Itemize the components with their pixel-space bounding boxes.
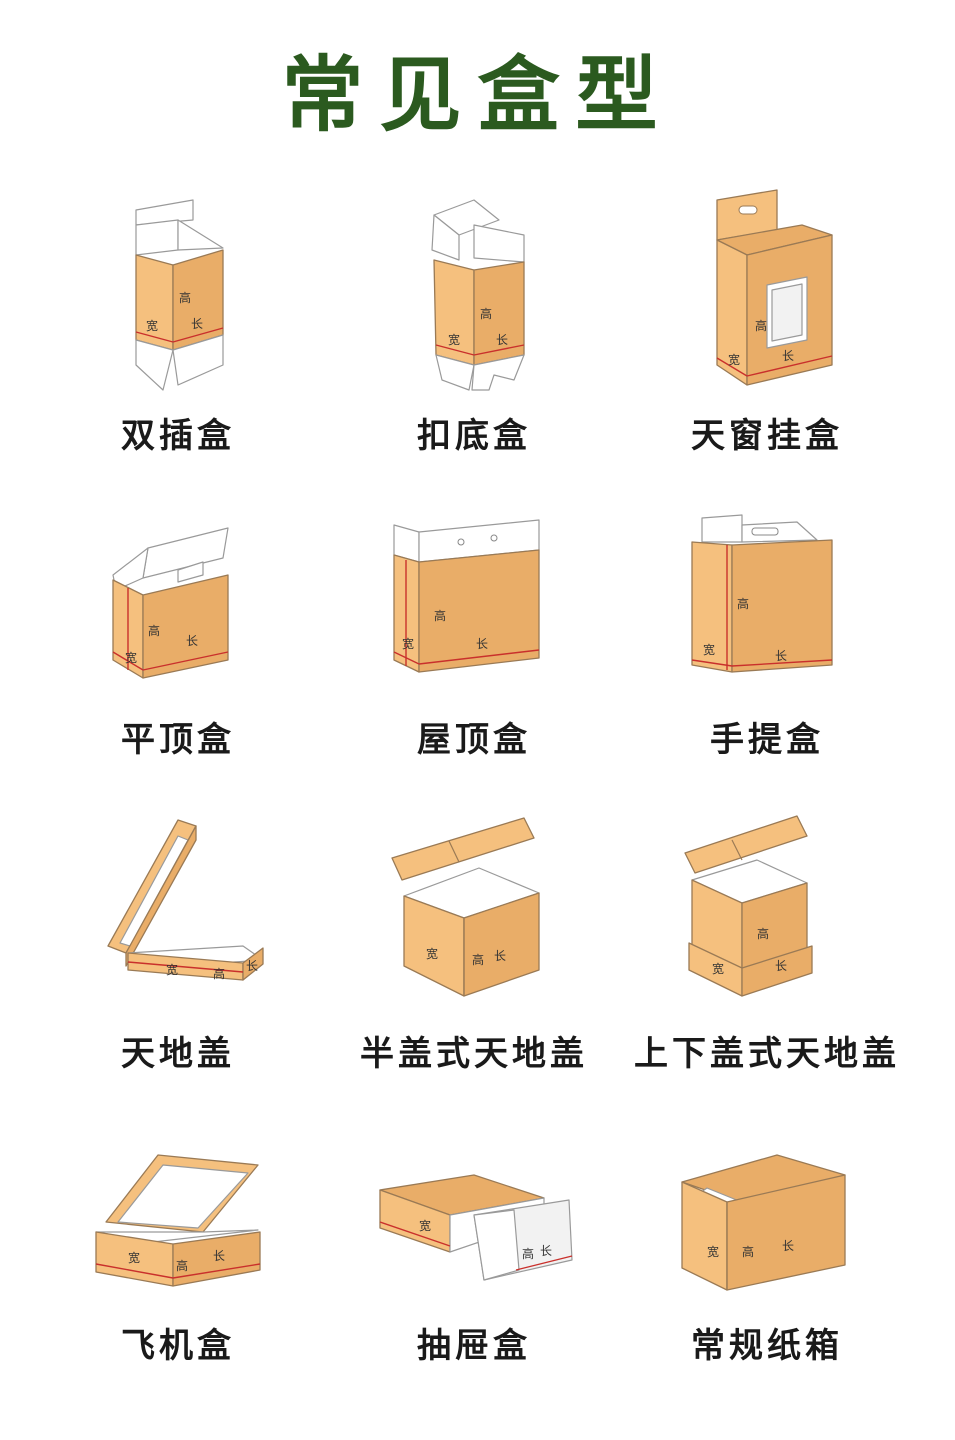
box-top-bottom-lid: 高 宽 长 上下盖式天地盖 bbox=[617, 808, 917, 1108]
length-label: 长 bbox=[186, 634, 198, 648]
box-gable-top: 高 宽 长 屋顶盒 bbox=[324, 500, 624, 800]
height-label: 高 bbox=[472, 952, 484, 967]
box-drawer: 宽 高 长 抽屉盒 bbox=[324, 1140, 624, 1440]
width-label: 宽 bbox=[166, 962, 178, 977]
box-lock-bottom: 高 宽 长 扣底盒 bbox=[324, 180, 624, 480]
box-name: 天地盖 bbox=[121, 1034, 235, 1074]
length-label: 长 bbox=[494, 949, 506, 963]
box-name: 双插盒 bbox=[121, 416, 235, 456]
length-label: 长 bbox=[213, 1249, 225, 1263]
width-label: 宽 bbox=[426, 946, 438, 961]
drawer-box-illustration: 宽 高 长 bbox=[379, 1174, 573, 1281]
box-lid-base: 宽 高 长 天地盖 bbox=[28, 808, 328, 1108]
height-label: 高 bbox=[480, 306, 492, 321]
length-label: 长 bbox=[191, 317, 203, 331]
height-label: 高 bbox=[176, 1258, 188, 1273]
half-lid-box-illustration: 宽 高 长 bbox=[391, 817, 540, 997]
box-name: 抽屉盒 bbox=[417, 1326, 531, 1366]
window-hanger-box-illustration: 高 宽 长 bbox=[716, 189, 833, 386]
height-label: 高 bbox=[213, 966, 225, 981]
box-regular-carton: 宽 高 长 常规纸箱 bbox=[617, 1140, 917, 1440]
box-name: 上下盖式天地盖 bbox=[634, 1034, 900, 1074]
height-label: 高 bbox=[148, 623, 160, 638]
width-label: 宽 bbox=[402, 636, 414, 651]
box-mailer: 宽 高 长 飞机盒 bbox=[28, 1140, 328, 1440]
height-label: 高 bbox=[742, 1244, 754, 1259]
box-name: 半盖式天地盖 bbox=[360, 1034, 588, 1074]
length-label: 长 bbox=[782, 1239, 794, 1253]
gable-top-box-illustration: 高 宽 长 bbox=[393, 519, 540, 673]
box-name: 平顶盒 bbox=[121, 720, 235, 760]
page-title: 常见盒型 bbox=[281, 48, 674, 143]
width-label: 宽 bbox=[125, 650, 137, 665]
width-label: 宽 bbox=[448, 332, 460, 347]
width-label: 宽 bbox=[728, 352, 740, 367]
width-label: 宽 bbox=[707, 1244, 719, 1259]
box-double-tuck: 高 宽 长 双插盒 bbox=[28, 180, 328, 480]
height-label: 高 bbox=[755, 318, 767, 333]
height-label: 高 bbox=[737, 596, 749, 611]
length-label: 长 bbox=[540, 1244, 552, 1258]
mailer-box-illustration: 宽 高 长 bbox=[95, 1154, 261, 1287]
lock-bottom-box-illustration: 高 宽 长 bbox=[431, 199, 525, 391]
length-label: 长 bbox=[476, 637, 488, 651]
box-name: 手提盒 bbox=[710, 720, 824, 760]
box-flat-top: 高 宽 长 平顶盒 bbox=[28, 500, 328, 800]
box-name: 常规纸箱 bbox=[691, 1326, 843, 1366]
height-label: 高 bbox=[522, 1246, 534, 1261]
length-label: 长 bbox=[246, 959, 258, 973]
height-label: 高 bbox=[757, 926, 769, 941]
box-half-lid: 宽 高 长 半盖式天地盖 bbox=[324, 808, 624, 1108]
lid-base-box-illustration: 宽 高 长 bbox=[107, 819, 264, 981]
height-label: 高 bbox=[434, 608, 446, 623]
flat-top-box-illustration: 高 宽 长 bbox=[112, 527, 229, 679]
length-label: 长 bbox=[496, 333, 508, 347]
length-label: 长 bbox=[775, 959, 787, 973]
width-label: 宽 bbox=[128, 1250, 140, 1265]
box-name: 天窗挂盒 bbox=[691, 416, 843, 456]
height-label: 高 bbox=[179, 290, 191, 305]
box-name: 屋顶盒 bbox=[417, 720, 531, 760]
top-bottom-lid-box-illustration: 高 宽 长 bbox=[684, 815, 813, 997]
width-label: 宽 bbox=[703, 642, 715, 657]
box-window-hanger: 高 宽 长 天窗挂盒 bbox=[617, 180, 917, 480]
box-name: 飞机盒 bbox=[121, 1326, 235, 1366]
width-label: 宽 bbox=[419, 1218, 431, 1233]
handle-box-illustration: 高 宽 长 bbox=[691, 514, 833, 673]
regular-carton-illustration: 宽 高 长 bbox=[681, 1154, 846, 1291]
length-label: 长 bbox=[775, 649, 787, 663]
length-label: 长 bbox=[782, 349, 794, 363]
double-tuck-box-illustration: 高 宽 长 bbox=[135, 199, 224, 391]
width-label: 宽 bbox=[146, 318, 158, 333]
box-handle: 高 宽 长 手提盒 bbox=[617, 500, 917, 800]
box-name: 扣底盒 bbox=[417, 416, 531, 456]
width-label: 宽 bbox=[712, 961, 724, 976]
